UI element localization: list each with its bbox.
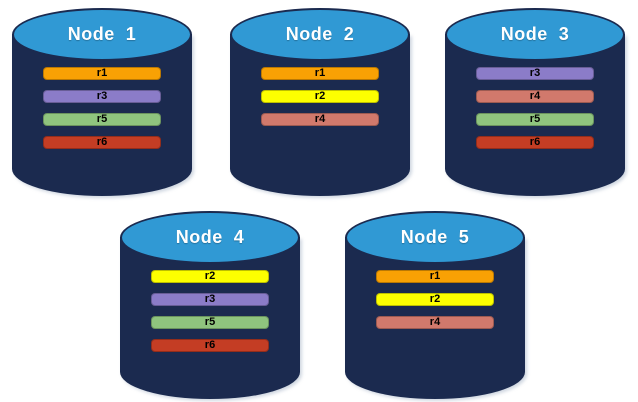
- node-2-title: Node 2: [285, 24, 355, 44]
- replica-bar-r6: r6: [43, 136, 161, 149]
- replica-bar-r4: r4: [261, 113, 379, 126]
- node-4-cylinder: Node 4 r2 r3 r5 r6: [120, 211, 300, 399]
- node-5-replica-list: r1 r2 r4: [376, 270, 494, 339]
- replica-bar-r5: r5: [43, 113, 161, 126]
- replica-bar-r1: r1: [261, 67, 379, 80]
- replica-label: r4: [429, 316, 441, 328]
- replica-bar-r5: r5: [476, 113, 594, 126]
- replica-label: r3: [204, 293, 216, 305]
- replica-label: r4: [314, 113, 326, 125]
- replica-label: r4: [529, 90, 541, 102]
- replica-bar-r1: r1: [43, 67, 161, 80]
- replica-label: r3: [96, 90, 108, 102]
- node-3-cylinder: Node 3 r3 r4 r5 r6: [445, 8, 625, 196]
- node-5-cylinder-top: Node 5: [345, 211, 525, 264]
- replica-label: r2: [314, 90, 326, 102]
- replica-bar-r4: r4: [376, 316, 494, 329]
- replica-bar-r2: r2: [376, 293, 494, 306]
- replica-label: r1: [314, 67, 326, 79]
- replica-bar-r3: r3: [151, 293, 269, 306]
- replica-bar-r1: r1: [376, 270, 494, 283]
- node-2-cylinder: Node 2 r1 r2 r4: [230, 8, 410, 196]
- replica-label: r3: [529, 67, 541, 79]
- replica-label: r1: [96, 67, 108, 79]
- replica-label: r6: [204, 339, 216, 351]
- node-4-title: Node 4: [175, 227, 245, 247]
- replica-label: r5: [204, 316, 216, 328]
- node-1-cylinder-top: Node 1: [12, 8, 192, 61]
- replica-bar-r4: r4: [476, 90, 594, 103]
- node-3-cylinder-top: Node 3: [445, 8, 625, 61]
- node-1-replica-list: r1 r3 r5 r6: [43, 67, 161, 159]
- node-3-replica-list: r3 r4 r5 r6: [476, 67, 594, 159]
- replica-label: r1: [429, 270, 441, 282]
- node-4-cylinder-top: Node 4: [120, 211, 300, 264]
- node-5-cylinder: Node 5 r1 r2 r4: [345, 211, 525, 399]
- replica-label: r5: [96, 113, 108, 125]
- node-2-replica-list: r1 r2 r4: [261, 67, 379, 136]
- replica-label: r2: [429, 293, 441, 305]
- replica-label: r5: [529, 113, 541, 125]
- node-1-title: Node 1: [67, 24, 137, 44]
- replica-bar-r2: r2: [151, 270, 269, 283]
- replica-bar-r6: r6: [476, 136, 594, 149]
- replica-bar-r3: r3: [476, 67, 594, 80]
- node-1-cylinder: Node 1 r1 r3 r5 r6: [12, 8, 192, 196]
- node-2-cylinder-top: Node 2: [230, 8, 410, 61]
- node-5-title: Node 5: [400, 227, 470, 247]
- node-3-title: Node 3: [500, 24, 570, 44]
- replica-label: r2: [204, 270, 216, 282]
- replica-bar-r3: r3: [43, 90, 161, 103]
- replica-bar-r5: r5: [151, 316, 269, 329]
- replica-label: r6: [96, 136, 108, 148]
- replica-bar-r2: r2: [261, 90, 379, 103]
- replica-label: r6: [529, 136, 541, 148]
- node-4-replica-list: r2 r3 r5 r6: [151, 270, 269, 362]
- replica-bar-r6: r6: [151, 339, 269, 352]
